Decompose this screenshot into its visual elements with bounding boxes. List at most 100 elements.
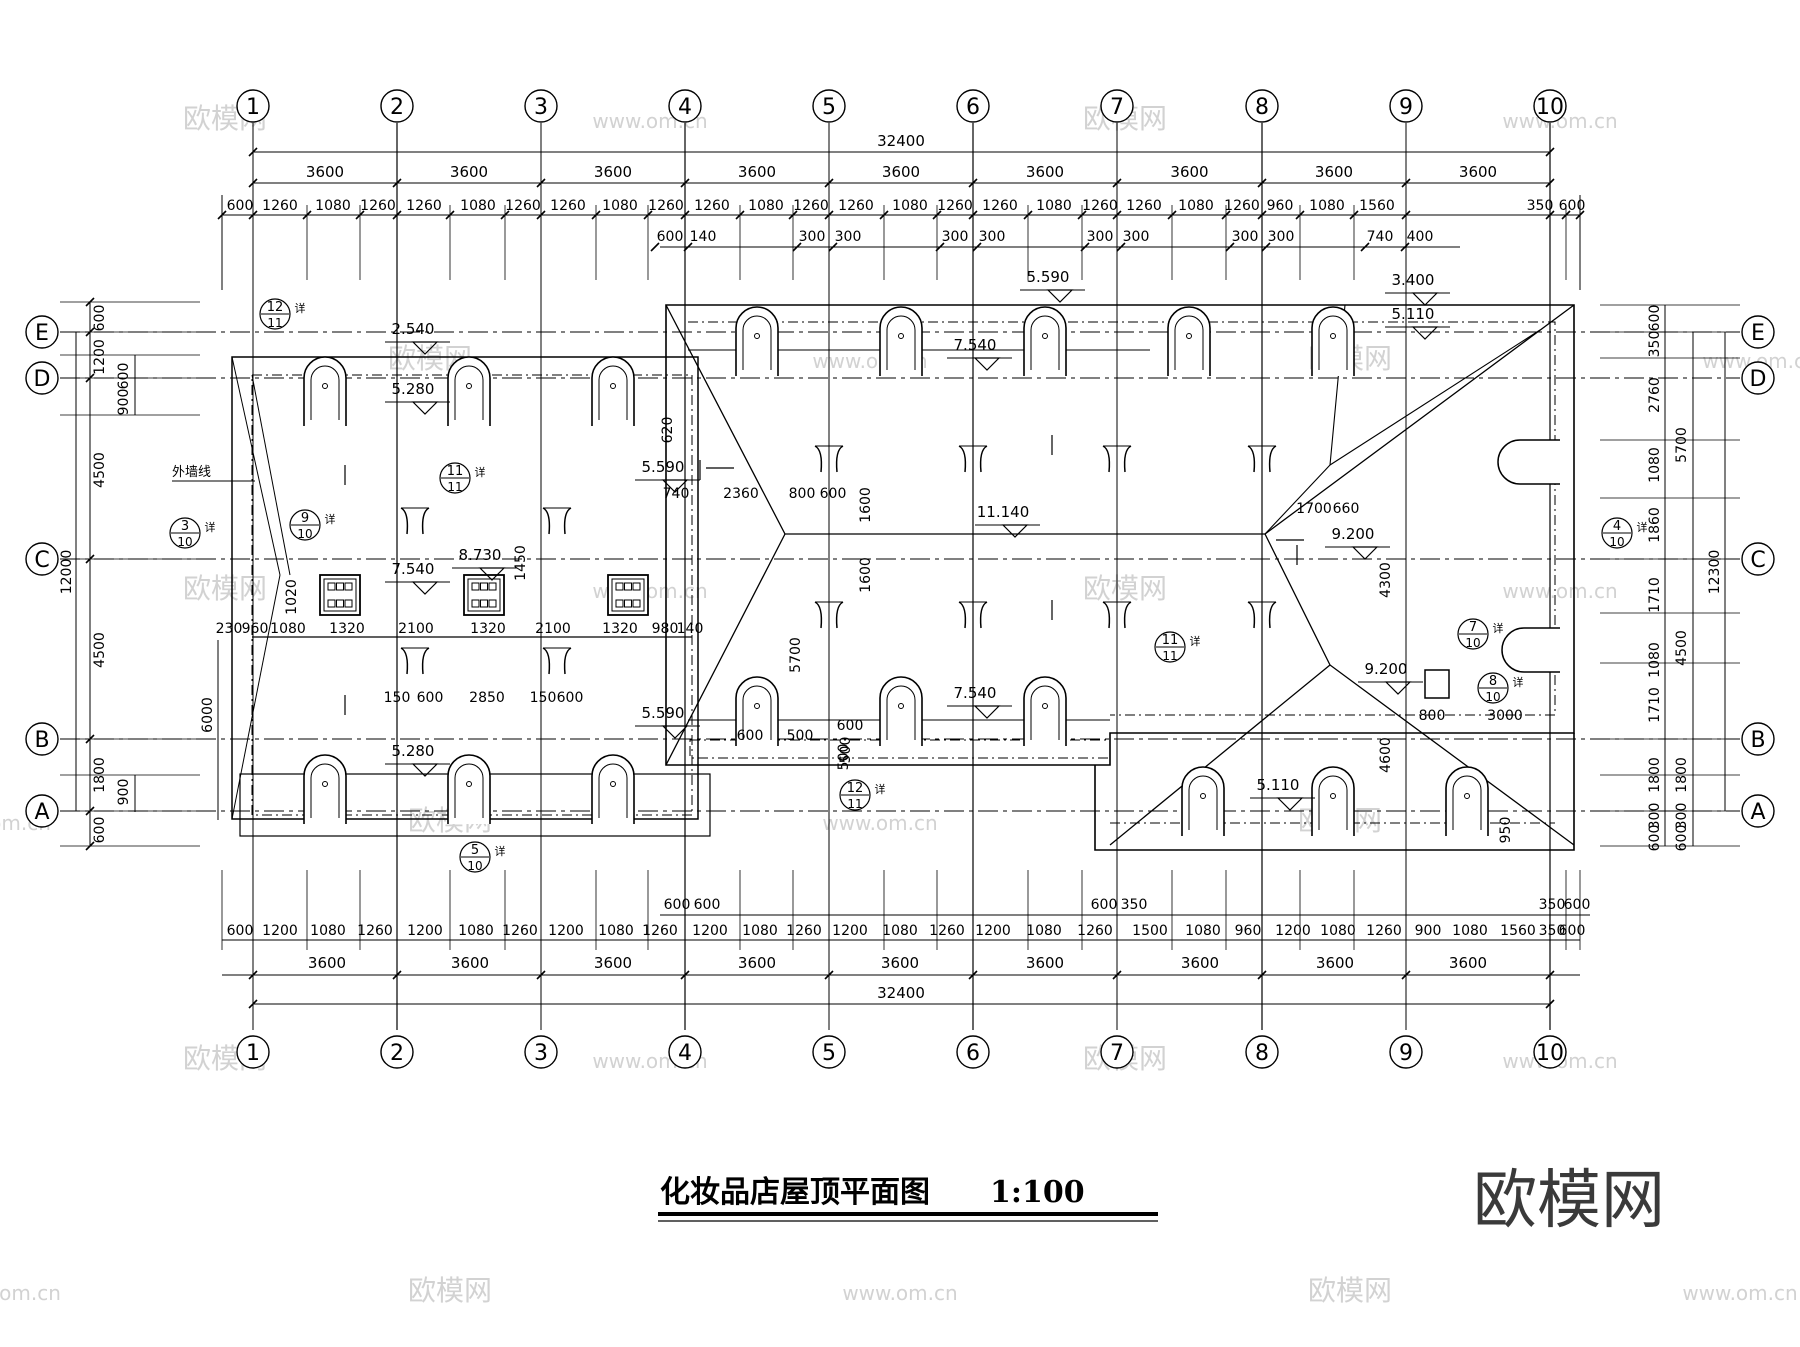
grid-label-C-left: C [34, 548, 49, 573]
dormer-window [1181, 766, 1225, 837]
dim-left-total-text: 12000 [59, 550, 75, 595]
detail-ref-number: 5 [471, 843, 479, 858]
dormer-window [1023, 676, 1067, 747]
detail-ref-number: 11 [1162, 633, 1179, 648]
dim-right-text: 300 [1674, 803, 1690, 830]
dim-tick [792, 242, 802, 252]
dim-tick [536, 970, 546, 980]
inner-dimension-label: 1020 [284, 579, 300, 615]
dim-left-inner-text: 600 [116, 363, 132, 390]
dim-sub-bottom-text: 600 [694, 897, 721, 913]
dim-sub-bottom-text: 600 [1091, 897, 1118, 913]
grid-bubble-1-top [236, 89, 270, 123]
detail-ref-note: 详 [295, 301, 306, 315]
dim-tick [1401, 970, 1411, 980]
dim-tick [1545, 178, 1555, 188]
dim-detail-bottom-text: 1260 [786, 923, 822, 939]
dim-left-text: 4500 [92, 452, 108, 488]
dim-detail-top-text: 1260 [694, 198, 730, 214]
roof-features [303, 306, 1560, 837]
grid-bubble-E-right [1741, 315, 1775, 349]
grid-label-6-top: 6 [966, 95, 980, 120]
dim-right-detail-text: 600 [1647, 305, 1663, 332]
dim-detail-bottom-text: 1080 [1185, 923, 1221, 939]
dim-detail-top-text: 1080 [748, 198, 784, 214]
grid-bubble-1-bottom [236, 1035, 270, 1069]
dim-right-text: 600 [1674, 825, 1690, 852]
dim-detail-bottom-text: 350 [1539, 923, 1566, 939]
roof-vent [400, 507, 430, 535]
inner-dimension-label: 600 [737, 728, 764, 744]
dim-detail-top-text: 1260 [793, 198, 829, 214]
inner-dimension-label: 950 [1498, 817, 1514, 844]
detail-ref-number: 8 [1489, 674, 1497, 689]
grid-bubble-B-left [25, 722, 59, 756]
inner-dimension-label: 150 [530, 690, 557, 706]
detail-ref-number: 7 [1469, 620, 1477, 635]
dim-tick [1112, 178, 1122, 188]
watermark-text: www.om.cn [842, 1281, 957, 1305]
drawing-title: 化妆品店屋顶平面图 [660, 1175, 930, 1210]
dim-right-detail-text: 1080 [1647, 447, 1663, 483]
dim-sub-top-text: 300 [979, 229, 1006, 245]
detail-ref-number: 12 [267, 300, 284, 315]
dim-sub-top-text: 140 [690, 229, 717, 245]
dormer-window [591, 356, 635, 427]
grid-label-4-bottom: 4 [678, 1041, 692, 1066]
elevation-mark [974, 705, 1000, 719]
dim-total-bottom-text: 32400 [877, 984, 925, 1002]
inner-dimension-label: 600 [820, 486, 847, 502]
dim-right-detail-text: 1860 [1647, 507, 1663, 543]
inner-dimension-label: 2100 [535, 621, 571, 637]
grid-label-E-left: E [35, 321, 49, 346]
dim-tick [248, 147, 258, 157]
inner-dimension-label: 600 [557, 690, 584, 706]
grid-label-C-right: C [1750, 548, 1765, 573]
dim-detail-bottom-text: 1260 [502, 923, 538, 939]
dim-tick [680, 970, 690, 980]
grid-bubble-7-top [1100, 89, 1134, 123]
dim-left-inner-text: 900 [116, 389, 132, 416]
grid-label-D-right: D [1750, 367, 1767, 392]
grid-label-3-top: 3 [534, 95, 548, 120]
dormer-window [447, 754, 491, 825]
detail-ref-number: 11 [447, 464, 464, 479]
dim-detail-top-text: 1260 [406, 198, 442, 214]
elevation-label: 5.590 [642, 704, 685, 722]
dim-tick [248, 178, 258, 188]
dim-tick [1225, 242, 1235, 252]
grid-bubble-2-bottom [380, 1035, 414, 1069]
dim-sub-bottom-text: 600 [664, 897, 691, 913]
dim-detail-bottom-text: 1260 [642, 923, 678, 939]
inner-dimension-label: 1600 [858, 557, 874, 593]
detail-ref-note: 详 [875, 782, 886, 796]
dim-detail-top-text: 1080 [1036, 198, 1072, 214]
elevation-label: 5.110 [1257, 776, 1300, 794]
dim-sub-top-text: 740 [1367, 229, 1394, 245]
drawing-scale: 1:100 [990, 1175, 1085, 1210]
brand-logo: 欧模网 [1473, 1164, 1665, 1238]
dim-detail-top-text: 1260 [982, 198, 1018, 214]
dim-detail-bottom-text: 1080 [882, 923, 918, 939]
elevation-label: 3.400 [1392, 271, 1435, 289]
grid-label-A-left: A [34, 800, 49, 825]
dim-detail-top-text: 600 [227, 198, 254, 214]
watermark-text: 欧模网 [1083, 572, 1167, 605]
dim-right-detail-text: 300 [1647, 803, 1663, 830]
dim-sub-top-text: 300 [835, 229, 862, 245]
dim-detail-bottom-text: 1080 [310, 923, 346, 939]
inner-dimension-label: 2100 [398, 621, 434, 637]
dormer-window [1445, 766, 1489, 837]
grid-label-10-bottom: 10 [1536, 1041, 1564, 1066]
dim-bay-top-5: 3600 [1026, 163, 1064, 181]
dim-left-text: 1200 [92, 339, 108, 375]
dim-detail-top-text: 1080 [460, 198, 496, 214]
detail-ref-note: 详 [325, 512, 336, 526]
dim-detail-bottom-text: 1200 [407, 923, 443, 939]
inner-dimension-label: 500 [787, 728, 814, 744]
detail-ref-sheet: 11 [447, 480, 462, 494]
dim-tick [248, 970, 258, 980]
dim-bay-bottom-1: 3600 [451, 954, 489, 972]
detail-ref-sheet: 10 [467, 859, 482, 873]
grid-bubble-8-bottom [1245, 1035, 1279, 1069]
